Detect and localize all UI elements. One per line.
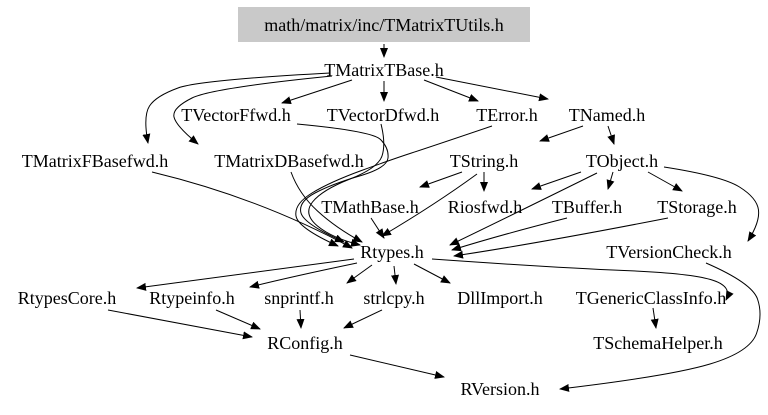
node-label-snprintf[interactable]: snprintf.h [264,288,334,308]
root-node-box [238,7,530,42]
graph-node-TMatrixFBasefwd[interactable]: TMatrixFBasefwd.h [22,151,168,171]
edge-Rtypes-to-strlcpy [391,265,399,285]
graph-node-TVectorDfwd[interactable]: TVectorDfwd.h [327,105,439,125]
node-label-TVectorDfwd[interactable]: TVectorDfwd.h [327,105,439,125]
edge-TObject-to-TVersionCheck [663,166,760,242]
edge-TNamed-to-TObject [607,125,615,145]
graph-node-Rtypes[interactable]: Rtypes.h [360,242,424,262]
edge-Rtypes-to-snprintf [346,264,373,284]
edge-TMatrixDBasefwd-to-Rtypes [290,171,363,243]
node-label-TMatrixDBasefwd[interactable]: TMatrixDBasefwd.h [214,151,363,171]
node-label-TString[interactable]: TString.h [450,151,519,171]
edge-TMatrixTBase-to-TError [423,79,479,102]
graph-node-TString[interactable]: TString.h [450,151,519,171]
graph-node-Rtypeinfo[interactable]: Rtypeinfo.h [149,288,235,308]
graph-node-TBuffer[interactable]: TBuffer.h [552,197,622,217]
edge-TObject-to-Rtypes [449,172,598,246]
node-label-DllImport[interactable]: DllImport.h [457,288,543,308]
edge-TVersionCheck-to-RVersion [559,262,761,392]
edge-TObject-to-Riosfwd [531,171,582,190]
graph-node-strlcpy[interactable]: strlcpy.h [363,288,424,308]
edge-TMatrixFBasefwd-to-Rtypes [151,171,353,249]
node-label-TMatrixTUtils: math/matrix/inc/TMatrixTUtils.h [264,15,503,35]
node-label-TError[interactable]: TError.h [476,105,537,125]
node-label-TVersionCheck[interactable]: TVersionCheck.h [606,242,731,262]
graph-node-RtypesCore[interactable]: RtypesCore.h [18,288,117,308]
graph-node-TNamed[interactable]: TNamed.h [569,105,645,125]
node-label-TGenericClassInfo[interactable]: TGenericClassInfo.h [576,288,726,308]
graph-node-TMatrixDBasefwd[interactable]: TMatrixDBasefwd.h [214,151,363,171]
edge-TVectorFfwd-to-Rtypes [296,123,389,243]
node-label-Rtypes[interactable]: Rtypes.h [360,242,424,262]
graph-node-TStorage[interactable]: TStorage.h [657,197,736,217]
node-label-TBuffer[interactable]: TBuffer.h [552,197,622,217]
edge-TBuffer-to-Rtypes [451,217,568,252]
node-label-RConfig[interactable]: RConfig.h [267,333,343,353]
graph-node-DllImport[interactable]: DllImport.h [457,288,543,308]
edge-TError-to-Rtypes [295,125,493,247]
node-label-TMathBase[interactable]: TMathBase.h [321,197,418,217]
graph-node-TVersionCheck[interactable]: TVersionCheck.h [606,242,731,262]
graph-node-TMatrixTUtils: math/matrix/inc/TMatrixTUtils.h [238,7,530,42]
edge-TStorage-to-Rtypes [453,217,669,259]
edge-TMathBase-to-Rtypes [370,217,385,239]
nodes-layer: math/matrix/inc/TMatrixTUtils.hTMatrixTB… [18,7,737,399]
node-label-RtypesCore[interactable]: RtypesCore.h [18,288,117,308]
edge-TString-to-Rtypes [381,173,478,237]
edge-RtypesCore-to-RConfig [107,309,253,340]
edge-Rtypeinfo-to-RConfig [215,309,261,330]
node-label-TNamed[interactable]: TNamed.h [569,105,645,125]
node-label-TStorage[interactable]: TStorage.h [657,197,736,217]
edge-TMatrixTBase-to-TVectorFfwd [281,79,353,104]
edges-layer [107,44,761,392]
graph-node-TGenericClassInfo[interactable]: TGenericClassInfo.h [576,288,726,308]
edge-snprintf-to-RConfig [296,309,305,329]
graph-node-TMatrixTBase[interactable]: TMatrixTBase.h [324,60,443,80]
node-label-TMatrixFBasefwd[interactable]: TMatrixFBasefwd.h [22,151,168,171]
node-label-RVersion[interactable]: RVersion.h [460,379,539,399]
graph-node-TVectorFfwd[interactable]: TVectorFfwd.h [181,105,290,125]
node-label-TObject[interactable]: TObject.h [586,151,658,171]
graph-node-RVersion[interactable]: RVersion.h [460,379,539,399]
node-label-Riosfwd[interactable]: Riosfwd.h [448,197,523,217]
edge-TVectorDfwd-to-Rtypes [308,123,385,247]
edge-TMatrixTBase-to-TMatrixFBasefwd [142,72,331,144]
edge-strlcpy-to-RConfig [343,309,383,329]
edge-TObject-to-TStorage [647,171,683,192]
node-label-TVectorFfwd[interactable]: TVectorFfwd.h [181,105,290,125]
graph-node-TObject[interactable]: TObject.h [586,151,658,171]
graph-node-TMathBase[interactable]: TMathBase.h [321,197,418,217]
edge-Rtypes-to-TGenericClassInfo [431,258,734,301]
edge-Rtypes-to-RtypesCore [136,258,355,291]
edge-TMatrixTBase-to-TNamed [435,76,549,102]
graph-node-snprintf[interactable]: snprintf.h [264,288,334,308]
graph-node-Riosfwd[interactable]: Riosfwd.h [448,197,523,217]
edge-TGenericClassInfo-to-TSchemaHelper [650,307,659,329]
node-label-strlcpy[interactable]: strlcpy.h [363,288,424,308]
node-label-TSchemaHelper[interactable]: TSchemaHelper.h [593,333,722,353]
edge-Rtypes-to-Rtypeinfo [249,262,358,289]
edge-TMatrixTBase-to-TMatrixDBasefwd [173,75,333,145]
graph-node-TError[interactable]: TError.h [476,105,537,125]
node-label-Rtypeinfo[interactable]: Rtypeinfo.h [149,288,235,308]
edge-TNamed-to-TString [539,125,584,142]
edge-Rtypes-to-DllImport [413,263,451,284]
node-label-TMatrixTBase[interactable]: TMatrixTBase.h [324,60,443,80]
graph-node-TSchemaHelper[interactable]: TSchemaHelper.h [593,333,722,353]
edge-TObject-to-TBuffer [606,171,615,190]
edge-TString-to-TMathBase [419,171,463,188]
edge-RConfig-to-RVersion [349,354,445,379]
graph-node-RConfig[interactable]: RConfig.h [267,333,343,353]
